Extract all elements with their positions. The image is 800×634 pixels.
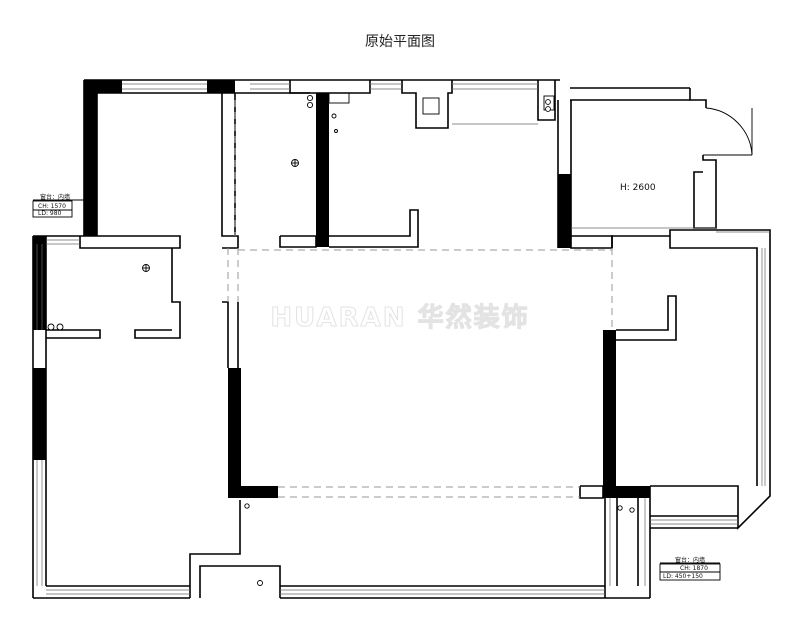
pipe-icon bbox=[334, 129, 338, 133]
concrete-walls bbox=[33, 80, 650, 498]
window-tag-1-line1: CH: 1570 bbox=[38, 203, 66, 210]
pipe-icon bbox=[617, 505, 623, 511]
pipe-icon bbox=[545, 106, 551, 112]
outer-walls bbox=[32, 79, 771, 599]
pipe-icon bbox=[306, 101, 314, 109]
window-glass bbox=[36, 83, 770, 595]
pipe-icon bbox=[244, 503, 250, 509]
pipe-icon bbox=[629, 507, 635, 513]
watermark-text: HUARAN 华然装饰 bbox=[270, 302, 529, 333]
fixtures bbox=[47, 92, 635, 586]
window-tag-2-line2: LD: 450+150 bbox=[663, 573, 703, 580]
window-tag-2: 窗台：内墙 CH: 1870 LD: 450+150 bbox=[659, 556, 721, 581]
pipe-icon bbox=[545, 99, 551, 105]
dashed-openings bbox=[227, 100, 613, 498]
pipe-icon bbox=[47, 323, 55, 331]
window-tag-1-heading: 窗台：内墙 bbox=[40, 193, 70, 201]
pipe-icon bbox=[56, 323, 64, 331]
pipe-icon bbox=[306, 94, 314, 102]
plan-title: 原始平面图 bbox=[365, 34, 435, 50]
window-tag-2-line1: CH: 1870 bbox=[680, 565, 708, 572]
door-swing bbox=[703, 107, 753, 156]
pipe-icon bbox=[257, 580, 263, 586]
window-tag-1-line2: LD: 980 bbox=[38, 210, 62, 217]
window-tag-2-heading: 窗台：内墙 bbox=[675, 556, 705, 564]
ceiling-height-label: H: 2600 bbox=[620, 183, 656, 193]
pipe-icon bbox=[331, 113, 337, 119]
window-tag-1: 窗台：内墙 CH: 1570 LD: 980 bbox=[32, 193, 84, 218]
